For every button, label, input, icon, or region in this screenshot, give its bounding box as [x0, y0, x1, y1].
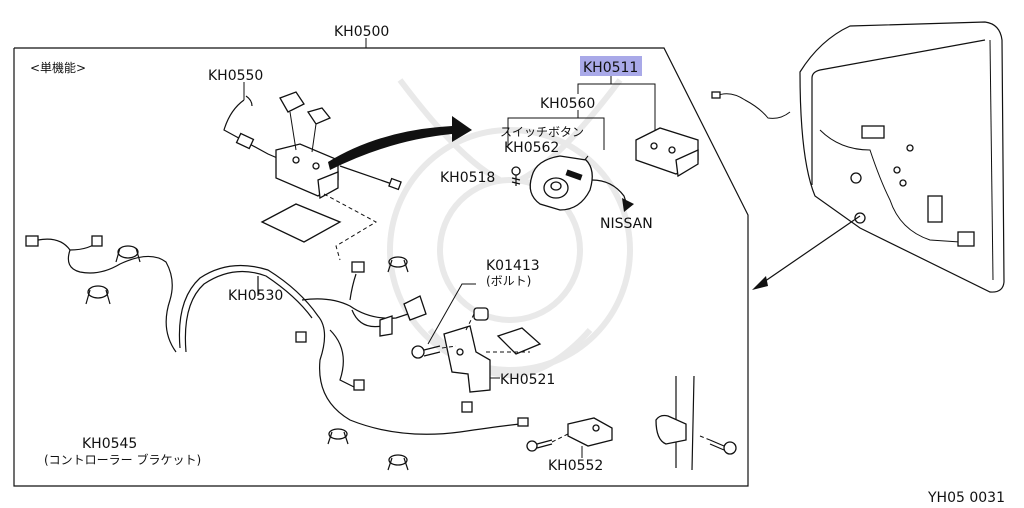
view-arrow-head: [752, 276, 768, 290]
part-hinge-area: [655, 375, 737, 471]
dash-guide-1: [323, 193, 378, 261]
label-nissan: NISSAN: [600, 216, 653, 232]
part-kh0552: [526, 417, 613, 458]
label-switch-button: スイッチボタン: [500, 125, 584, 139]
part-key-fob: [529, 155, 634, 212]
part-kh0530-harness: [178, 261, 529, 435]
watermark-emblem: [387, 78, 633, 378]
view-arrow-line: [757, 215, 861, 287]
part-bolt-k01413: [411, 283, 476, 359]
label-kh0562: KH0562: [504, 140, 559, 156]
label-kh0500: KH0500: [334, 24, 389, 40]
vehicle-tailgate-view: [711, 21, 1005, 293]
label-bolt: (ボルト): [486, 274, 531, 288]
label-kh0545: KH0545: [82, 436, 137, 452]
label-kh0552: KH0552: [548, 458, 603, 474]
part-kh0511-unit: [635, 127, 699, 178]
part-kh0521-bracket: [443, 307, 542, 393]
label-kh0511: KH0511: [583, 60, 638, 76]
main-frame: [13, 47, 749, 487]
label-kh0521: KH0521: [500, 372, 555, 388]
label-controller-bracket: (コントローラー ブラケット): [44, 452, 201, 467]
part-screw-kh0518: [511, 166, 521, 186]
highlight-kh0511: [580, 56, 642, 76]
label-diagram-code: YH05 0031: [927, 490, 1005, 506]
label-function-note: <単機能>: [30, 60, 86, 75]
part-left-harness: [25, 235, 177, 353]
clips: [85, 245, 409, 471]
label-kh0530: KH0530: [228, 288, 283, 304]
label-k01413: K01413: [486, 258, 540, 274]
part-kh0550: [223, 82, 402, 200]
part-pad: [260, 203, 342, 243]
label-kh0560: KH0560: [540, 96, 595, 112]
label-kh0518: KH0518: [440, 170, 495, 186]
explode-arrow: [328, 116, 472, 170]
label-kh0550: KH0550: [208, 68, 263, 84]
